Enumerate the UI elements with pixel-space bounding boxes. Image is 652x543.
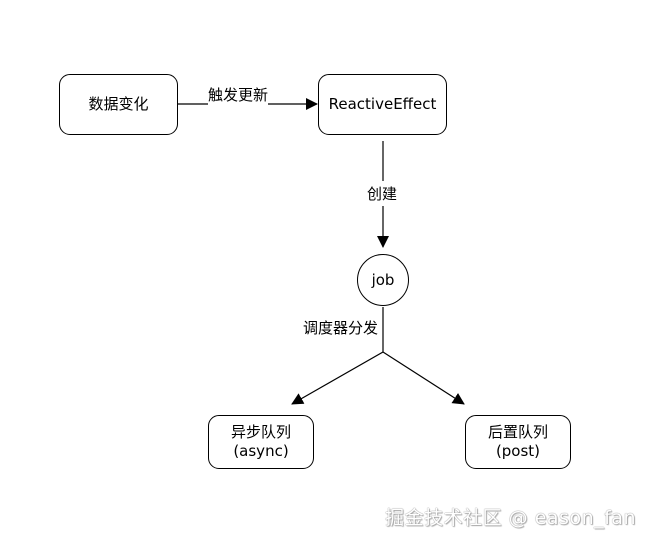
edge-to-async-queue: [291, 351, 384, 405]
async-queue-label: 异步队列: [230, 423, 291, 441]
async-queue-sublabel: (async): [233, 442, 289, 460]
job-node: job: [357, 254, 409, 306]
reactive-effect-label: ReactiveEffect: [328, 95, 437, 113]
trigger-update-label: 触发更新: [208, 84, 269, 105]
data-change-node: 数据变化: [59, 74, 178, 135]
post-queue-label: 后置队列: [487, 423, 548, 441]
job-label: job: [371, 270, 395, 289]
post-queue-node: 后置队列 (post): [465, 415, 571, 469]
scheduler-dispatch-label: 调度器分发: [303, 317, 379, 338]
reactive-effect-node: ReactiveEffect: [318, 74, 447, 135]
post-queue-sublabel: (post): [495, 442, 541, 460]
edge-to-post-queue: [382, 351, 465, 405]
create-label: 创建: [367, 181, 398, 206]
data-change-label: 数据变化: [88, 95, 149, 113]
watermark: 掘金技术社区 @ eason_fan: [385, 507, 636, 529]
async-queue-node: 异步队列 (async): [208, 415, 314, 469]
